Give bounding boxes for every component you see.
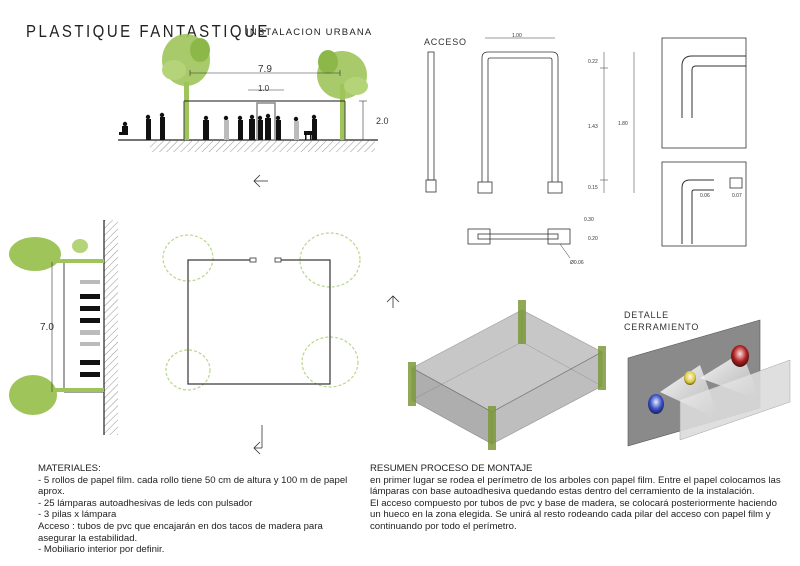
dim-top-width: 1.00: [512, 33, 522, 39]
dim-total: 1.80: [618, 121, 628, 127]
dim-plan-width: 0.30: [584, 217, 594, 223]
page-title: PLASTIQUE FANTASTIQUE: [26, 22, 270, 42]
tree-right-elevation: [317, 50, 368, 140]
tree-bottom-side: [9, 375, 104, 415]
dim-diameter: Ø0.06: [570, 260, 584, 266]
closure-detail: DETALLE CERRAMIENTO: [624, 310, 791, 447]
side-elevation: 7.0: [9, 220, 118, 435]
summary-paragraph-2: El acceso compuesto por tubos de pvc y b…: [370, 497, 777, 532]
summary-paragraph-1: en primer lugar se rodea el perímetro de…: [370, 474, 781, 498]
dim-plan-depth: 0.20: [588, 236, 598, 242]
side-depth-dim: 7.0: [40, 322, 54, 333]
section-width-dim: 7.9: [258, 64, 272, 75]
assembly-summary: RESUMEN PROCESO DE MONTAJE en primer lug…: [370, 463, 790, 533]
materials-line-2: - 25 lámparas autoadhesivas de leds con …: [38, 497, 253, 509]
pole-cylinders: [408, 300, 606, 450]
materials-line-5: - Mobiliario interior por definir.: [38, 544, 165, 556]
dim-base: 0.15: [588, 185, 598, 191]
lamp-blue: [648, 394, 664, 414]
tree-left-elevation: [162, 34, 210, 140]
page-subtitle: INSTALACION URBANA: [246, 27, 373, 38]
materials-block: MATERIALES: - 5 rollos de papel film. ca…: [38, 463, 360, 556]
materials-heading: MATERIALES:: [38, 463, 101, 474]
materials-line-4: Acceso : tubos de pvc que encajarán en d…: [38, 520, 323, 544]
access-label: ACCESO: [424, 37, 467, 47]
access-detail: ACCESO 1.00 0.22 1.43 1.80 0.15 0.30 0.2…: [424, 33, 747, 266]
lamp-red: [731, 345, 749, 367]
isometric-enclosure: [408, 300, 606, 450]
section-elevation: 7.9 1.0 2.0: [118, 34, 389, 152]
section-height-dim: 2.0: [376, 116, 389, 126]
tree-top-side: [9, 237, 104, 271]
plan-view: [162, 174, 400, 455]
closure-label-2: CERRAMIENTO: [624, 322, 699, 332]
section-door-dim: 1.0: [258, 84, 270, 93]
dim-joint-a: 0.06: [700, 193, 710, 199]
materials-line-1: - 5 rollos de papel film. cada rollo tie…: [38, 474, 348, 498]
materials-line-3: - 3 pilas x lámpara: [38, 509, 117, 521]
dim-upper: 0.22: [588, 59, 598, 65]
dim-joint-b: 0.07: [732, 193, 742, 199]
closure-label-1: DETALLE: [624, 310, 669, 320]
summary-heading: RESUMEN PROCESO DE MONTAJE: [370, 463, 533, 474]
dim-middle: 1.43: [588, 124, 598, 130]
lamp-yellow: [684, 371, 696, 385]
people-silhouettes: [119, 112, 317, 140]
